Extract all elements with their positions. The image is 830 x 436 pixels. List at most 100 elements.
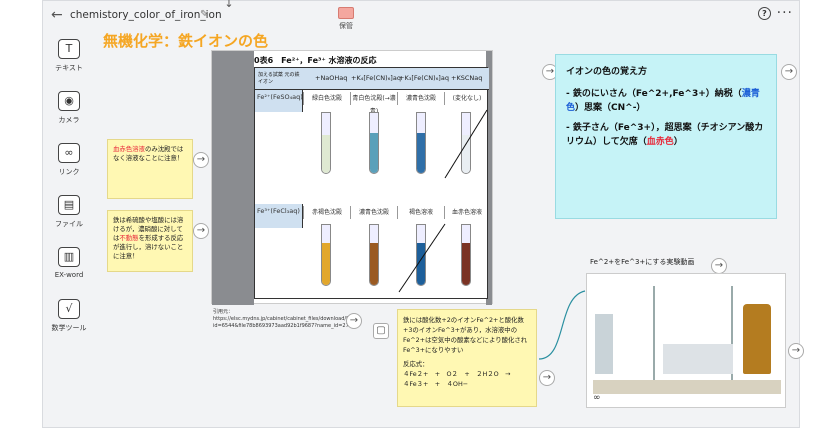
- mnemonic-text: - 鉄のにいさん（Fe^2+,Fe^3+）納税（: [566, 89, 742, 99]
- tool-label: EX-word: [54, 271, 84, 279]
- reaction-equation: ４Fe３+ + ４OH−: [403, 380, 469, 388]
- cell: 濃青色沈殿: [397, 92, 444, 105]
- cell: (変化なし): [444, 92, 489, 105]
- help-icon[interactable]: ?: [758, 7, 771, 20]
- connector-arrow-icon[interactable]: →: [346, 313, 362, 329]
- connector-arrow-icon[interactable]: →: [781, 64, 797, 80]
- test-tube: [416, 224, 426, 286]
- tool-label: テキスト: [55, 64, 83, 72]
- test-tube: [461, 112, 471, 174]
- test-tube: [369, 224, 379, 286]
- note-highlight: 血赤色溶液: [113, 145, 145, 153]
- back-arrow-icon[interactable]: ←: [51, 7, 63, 23]
- mnemonic-line-2: - 鉄子さん（Fe^3+），超思案（チオシアン酸カリウム）して欠席（血赤色）: [566, 121, 766, 149]
- tool-file[interactable]: ▤ ファイル: [51, 195, 87, 245]
- sticky-note-2[interactable]: 鉄は希硫酸や塩酸には溶けるが，濃硝酸に対しては不動態を形成する反応が進行し，溶け…: [107, 210, 193, 272]
- cell: 褐色溶液: [397, 206, 444, 219]
- reaction-table: 加える試薬 元の鉄イオン +NaOHaq +K₄[Fe(CN)₆]aq +K₃[…: [254, 67, 489, 299]
- row-label-fe3: Fe³⁺(FeCl₃aq): [255, 204, 303, 228]
- reaction-equation: ４Fe２+ + O２ + ２H２O →: [403, 370, 511, 378]
- slash-mark: [444, 109, 488, 179]
- tubes-row2: [303, 222, 489, 294]
- app-window: ← chemistory_color_of_iron_ion ✎ ? ··· 保…: [42, 0, 804, 428]
- tool-link[interactable]: ∞ リンク: [51, 143, 87, 193]
- image-margin: [212, 51, 254, 305]
- page-heading[interactable]: 無機化学：鉄イオンの色: [103, 32, 269, 50]
- tool-exword[interactable]: ▥ EX-word: [51, 247, 87, 297]
- math-icon: √: [58, 299, 80, 319]
- tool-camera[interactable]: ◉ カメラ: [51, 91, 87, 141]
- note-text: のみ沈殿ではなく溶液なことに注意！: [113, 145, 184, 162]
- row-label-fe2: Fe²⁺(FeSO₄aq): [255, 90, 303, 112]
- note-highlight: 不動態: [119, 234, 139, 242]
- tool-text[interactable]: T テキスト: [51, 39, 87, 89]
- save-label: 保管: [339, 22, 353, 30]
- tool-label: 数学ツール: [51, 324, 87, 332]
- col-header: +K₃[Fe(CN)₆]aq: [399, 74, 449, 82]
- mnemonic-text: ）: [673, 137, 683, 147]
- source-citation[interactable]: 引用元：https://elsc.mydns.jp/cabinet/cabine…: [213, 309, 357, 329]
- mnemonic-text: - 鉄子さん（Fe^3+），超思案（チオシアン酸カリウム）して欠席（: [566, 123, 764, 147]
- header-left: 加える試薬 元の鉄イオン: [258, 72, 300, 85]
- connector-arrow-icon[interactable]: →: [788, 343, 804, 359]
- mnemonic-text: ）思案（CN^-）: [575, 103, 646, 113]
- left-toolbar: T テキスト ◉ カメラ ∞ リンク ▤ ファイル ▥ EX-word √ 数学ツール: [51, 39, 87, 351]
- document-title[interactable]: chemistory_color_of_iron_ion: [70, 9, 222, 21]
- test-tube: [369, 112, 379, 174]
- connector-arrow-icon[interactable]: →: [193, 152, 209, 168]
- tubes-row1: [303, 108, 489, 180]
- note-text: を形成する反応が進行し，溶けないことに注意！: [113, 234, 184, 260]
- cell: 血赤色溶液: [444, 206, 489, 219]
- table-header: 加える試薬 元の鉄イオン +NaOHaq +K₄[Fe(CN)₆]aq +K₃[…: [255, 68, 489, 90]
- cell: 濃青色沈殿: [350, 206, 397, 219]
- note-text: 鉄は希硫酸や塩酸には溶けるが，濃硝酸に対しては: [113, 216, 184, 242]
- image-margin: [486, 51, 492, 305]
- test-tube: [416, 112, 426, 174]
- connector-arrow-icon[interactable]: →: [711, 258, 727, 274]
- comment-icon[interactable]: ▢: [373, 323, 389, 339]
- cell: 緑白色沈殿: [303, 92, 350, 105]
- dictionary-icon: ▥: [58, 247, 80, 267]
- sticky-note-3[interactable]: 鉄には酸化数+2のイオンFe^2+と酸化数+3のイオンFe^3+があり，水溶液中…: [397, 309, 537, 407]
- camera-icon: ◉: [58, 91, 80, 111]
- video-card[interactable]: ∞: [586, 273, 786, 408]
- mnemonic-line-1: - 鉄のにいさん（Fe^2+,Fe^3+）納税（濃青色）思案（CN^-）: [566, 87, 766, 115]
- col-header: +NaOHaq: [315, 74, 348, 82]
- video-label: Fe^2+をFe^3+にする実験動画: [590, 258, 695, 266]
- connector-line: [538, 290, 586, 360]
- connector-arrow-icon[interactable]: →: [193, 223, 209, 239]
- test-tube: [461, 224, 471, 286]
- connector-arrow-icon[interactable]: ↓: [224, 0, 234, 10]
- folder-icon: [338, 7, 354, 19]
- save-button[interactable]: 保管: [336, 7, 356, 37]
- connector-arrow-icon[interactable]: →: [539, 370, 555, 386]
- sticky-note-1[interactable]: 血赤色溶液のみ沈殿ではなく溶液なことに注意！: [107, 139, 193, 199]
- mnemonic-highlight: 濃青色: [566, 89, 760, 113]
- test-tube: [321, 112, 331, 174]
- text-icon: T: [58, 39, 80, 59]
- video-thumbnail[interactable]: [593, 284, 781, 394]
- note-text: 反応式：: [403, 360, 429, 368]
- mnemonic-card[interactable]: イオンの色の覚え方 - 鉄のにいさん（Fe^2+,Fe^3+）納税（濃青色）思案…: [555, 54, 777, 219]
- tool-label: リンク: [58, 168, 80, 176]
- edit-pencil-icon[interactable]: ✎: [200, 9, 209, 20]
- cell: 青白色沈殿(→濃青): [350, 92, 397, 115]
- test-tube: [321, 224, 331, 286]
- mnemonic-highlight: 血赤色: [646, 137, 674, 147]
- note-text: 鉄には酸化数+2のイオンFe^2+と酸化数+3のイオンFe^3+があり，水溶液中…: [403, 316, 528, 354]
- link-icon[interactable]: ∞: [593, 393, 601, 403]
- tool-label: ファイル: [55, 220, 83, 228]
- top-bar: ← chemistory_color_of_iron_ion ✎ ? ···: [43, 1, 801, 31]
- file-icon: ▤: [58, 195, 80, 215]
- mnemonic-title: イオンの色の覚え方: [566, 67, 648, 77]
- table-image-card[interactable]: 0表6 Fe²⁺，Fe³⁺ 水溶液の反応 加える試薬 元の鉄イオン +NaOHa…: [211, 50, 493, 305]
- more-options-icon[interactable]: ···: [776, 5, 793, 21]
- col-header: +K₄[Fe(CN)₆]aq: [351, 74, 401, 82]
- tool-math[interactable]: √ 数学ツール: [51, 299, 87, 349]
- tool-label: カメラ: [58, 116, 80, 124]
- col-header: +KSCNaq: [451, 74, 483, 82]
- table-title: 0表6 Fe²⁺，Fe³⁺ 水溶液の反応: [254, 56, 377, 65]
- cell: 赤褐色沈殿: [303, 206, 350, 219]
- slash-mark: [398, 223, 446, 293]
- link-icon: ∞: [58, 143, 80, 163]
